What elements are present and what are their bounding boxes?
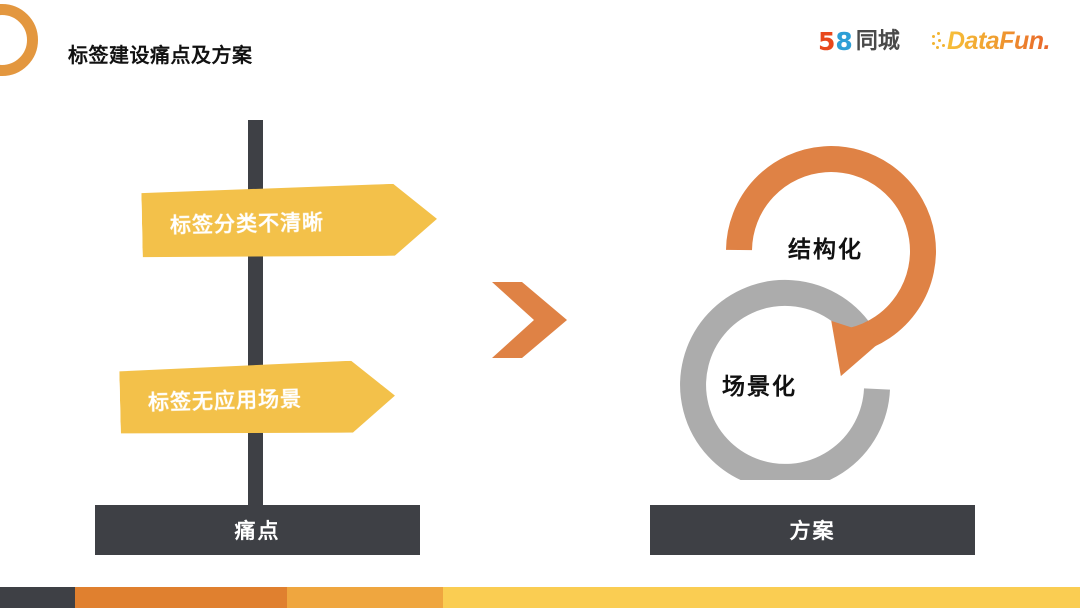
datafun-logo: DataFun.: [932, 27, 1050, 55]
pain-points-base-label: 痛点: [234, 520, 281, 543]
datafun-dots-icon: [932, 32, 946, 50]
corner-ring-decoration: [0, 4, 38, 76]
wuba-logo-digit-8: 8: [835, 26, 853, 56]
cycle-arc-structured: [726, 146, 936, 354]
datafun-logo-text: DataFun.: [947, 26, 1050, 55]
bottom-color-bar: [0, 587, 1080, 608]
cycle-arrowhead-icon: [831, 320, 885, 377]
pain-point-sign-2: 标签无应用场景: [119, 360, 396, 439]
bottom-bar-segment-light-orange: [287, 587, 443, 608]
wuba-logo: 5 8 同城: [818, 28, 900, 54]
solution-cycle-diagram: 结构化 场景化: [660, 140, 980, 480]
bottom-bar-segment-dark: [0, 587, 75, 608]
pain-point-sign-1-label: 标签分类不清晰: [169, 211, 325, 238]
solution-base-label: 方案: [789, 520, 836, 543]
transition-chevron-icon: [492, 282, 567, 358]
signpost-pole: [248, 120, 263, 510]
solution-base: 方案: [650, 505, 975, 555]
cycle-label-structured: 结构化: [788, 236, 863, 262]
wuba-logo-digit-5: 5: [818, 26, 836, 56]
pain-point-sign-2-label: 标签无应用场景: [147, 387, 303, 415]
pain-point-sign-1: 标签分类不清晰: [141, 183, 437, 261]
bottom-bar-segment-deep-orange: [75, 587, 287, 608]
cycle-label-scenario: 场景化: [722, 373, 797, 399]
pain-points-base: 痛点: [95, 505, 420, 555]
bottom-bar-segment-yellow: [443, 587, 1080, 608]
wuba-logo-text: 同城: [855, 28, 900, 53]
cycle-arc-scenario: [680, 279, 890, 480]
page-title: 标签建设痛点及方案: [68, 45, 253, 67]
